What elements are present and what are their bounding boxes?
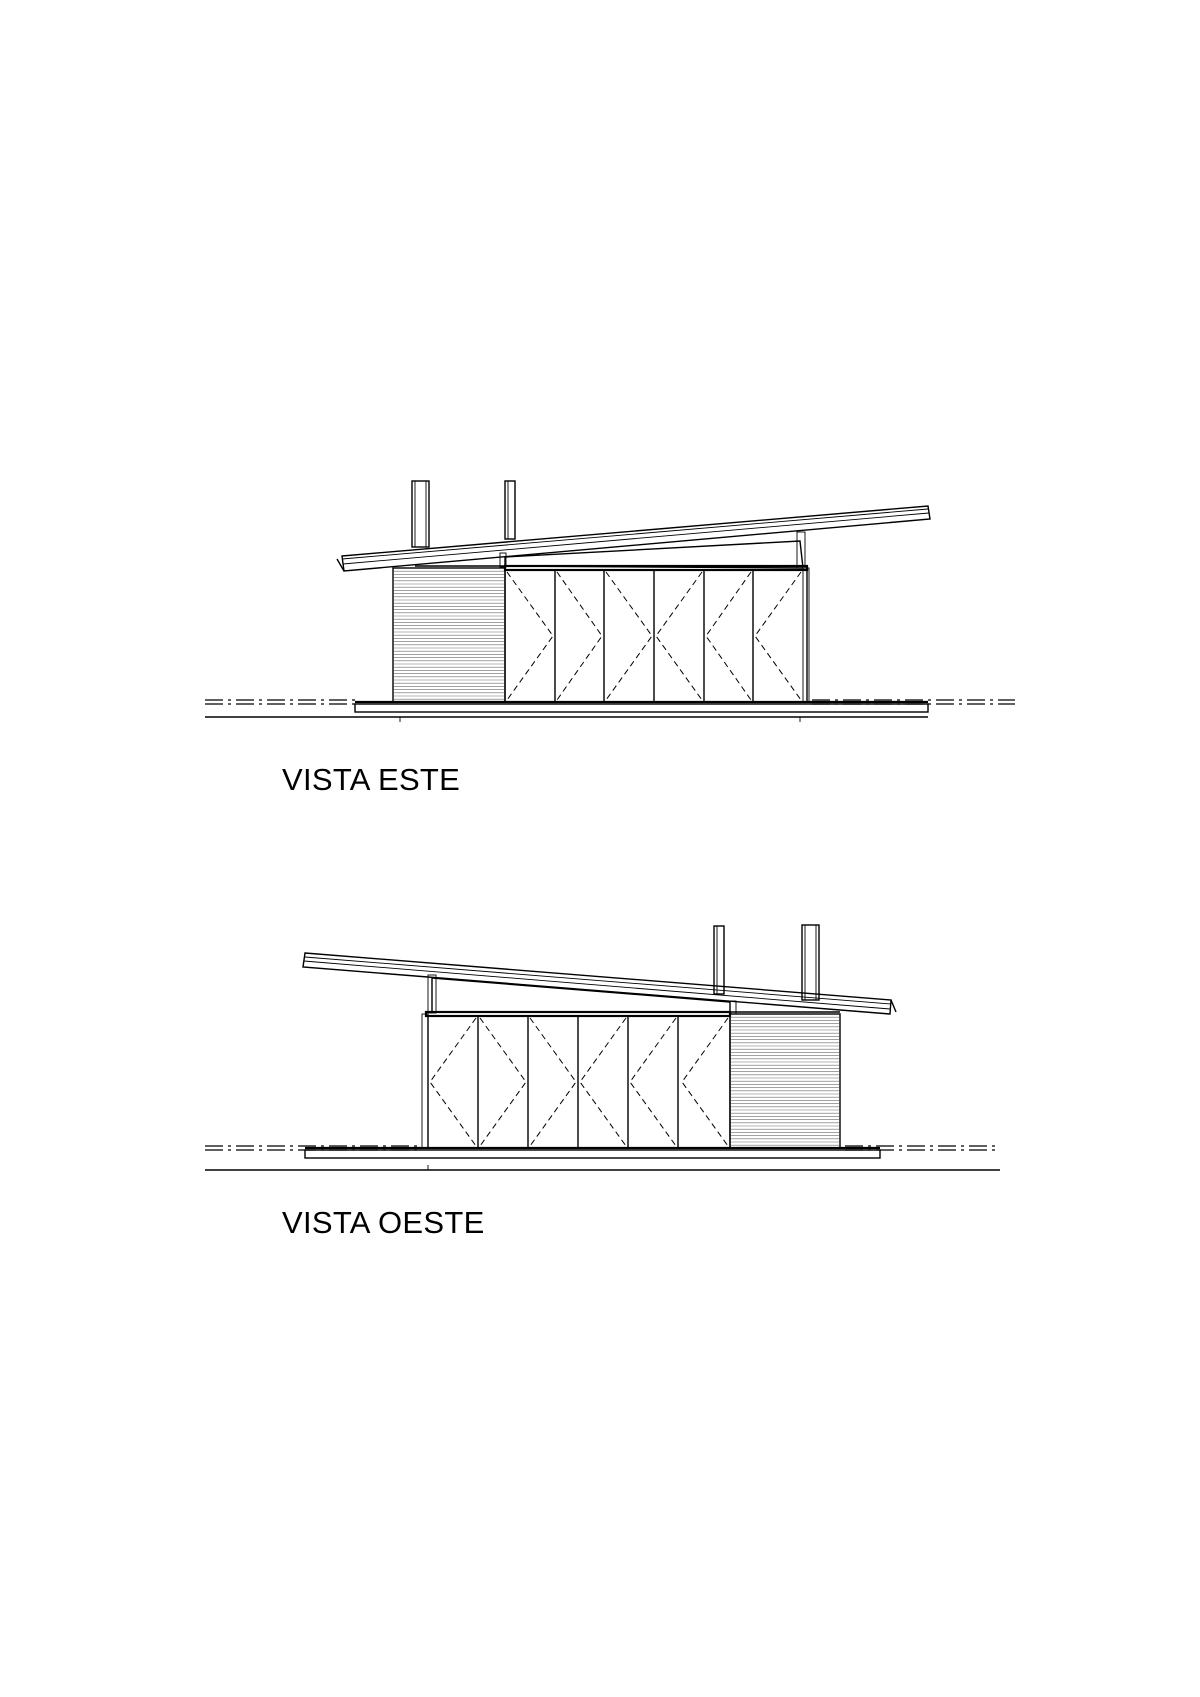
view-title-west: VISTA OESTE xyxy=(282,1205,485,1240)
base-platform xyxy=(205,700,929,722)
glazing-panels xyxy=(421,1013,731,1149)
chimney-right xyxy=(801,924,820,1001)
view-title-east: VISTA ESTE xyxy=(282,762,461,797)
west-elevation-drawing xyxy=(205,924,1000,1171)
chimney-right xyxy=(504,480,516,540)
glazing-panels xyxy=(504,567,810,703)
roof-infill-stipple xyxy=(504,540,804,569)
timber-cladding-left xyxy=(392,567,506,703)
base-platform xyxy=(205,1146,1000,1171)
chimney-left xyxy=(411,480,430,548)
chimney-left xyxy=(713,925,725,995)
timber-cladding-right xyxy=(729,1013,841,1149)
roof-slab xyxy=(336,505,931,572)
east-elevation-drawing xyxy=(205,480,1015,722)
roof-slab xyxy=(302,952,897,1015)
